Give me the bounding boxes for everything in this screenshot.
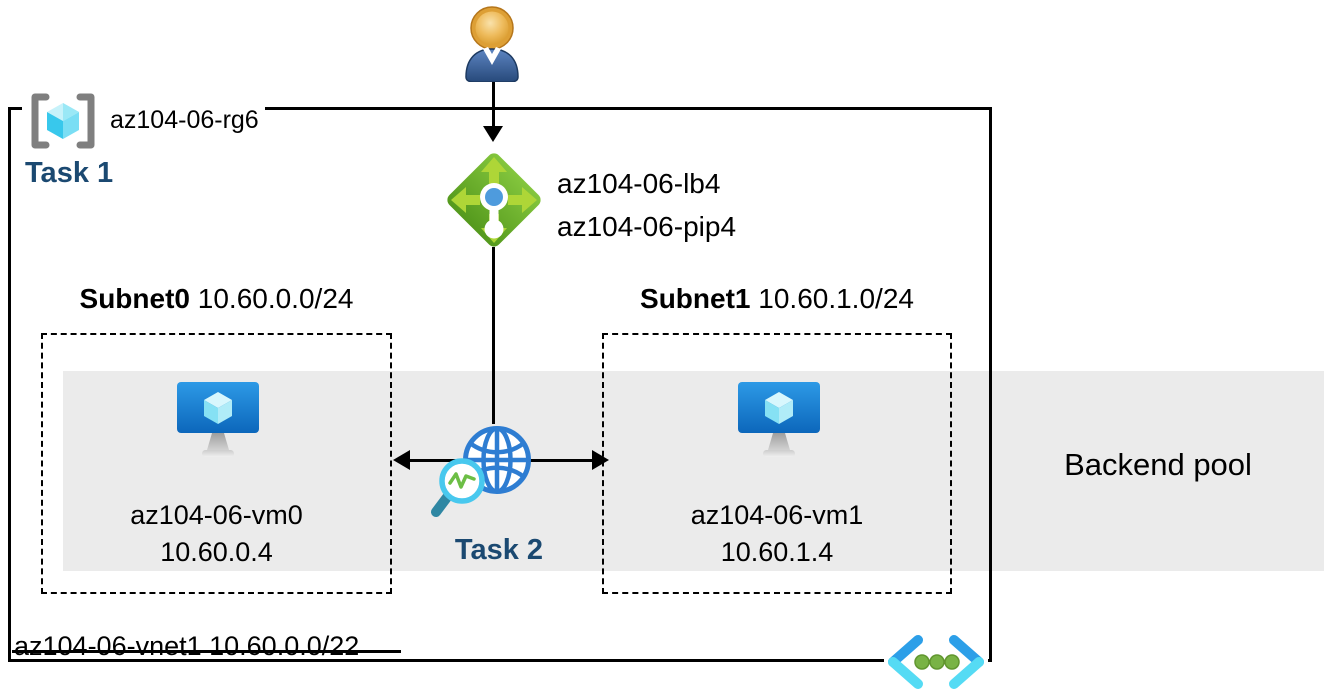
- backend-pool-band: [63, 371, 1324, 571]
- resource-group-icon: [24, 92, 102, 150]
- virtual-machine-icon: [176, 381, 260, 459]
- backend-pool-label: Backend pool: [1064, 447, 1252, 482]
- subnet0-name: Subnet0: [79, 283, 190, 314]
- subnet0-label: Subnet0 10.60.0.0/24: [41, 283, 392, 315]
- load-balancer-name: az104-06-lb4: [557, 168, 721, 199]
- subnet1-cidr: 10.60.1.0/24: [758, 283, 914, 314]
- user-to-lb-line: [492, 79, 495, 128]
- user-icon: [459, 4, 525, 83]
- public-ip-name: az104-06-pip4: [557, 211, 737, 242]
- virtual-machine-icon: [737, 381, 821, 459]
- vm1-ip: 10.60.1.4: [720, 537, 834, 567]
- globe-health-probe-icon: [430, 417, 535, 527]
- subnet1-label: Subnet1 10.60.1.0/24: [602, 283, 952, 315]
- vnet-label-strike-line: [12, 650, 401, 653]
- arrowhead-left-icon: [393, 450, 410, 470]
- task2-label: Task 2: [454, 534, 544, 566]
- resource-group-label: az104-06-rg6: [104, 104, 265, 137]
- arrowhead-right-icon: [592, 450, 609, 470]
- virtual-network-icon: [879, 630, 993, 694]
- vnet-label: az104-06-vnet1 10.60.0.0/22: [14, 631, 360, 661]
- vm0-label: az104-06-vm0 10.60.0.4: [41, 497, 392, 571]
- task1-label: Task 1: [25, 157, 114, 189]
- vm0-name: az104-06-vm0: [130, 500, 303, 530]
- subnet0-box: [41, 333, 392, 594]
- subnet1-name: Subnet1: [640, 283, 751, 314]
- lb-to-probe-line: [492, 247, 495, 424]
- resource-group-boundary: [8, 107, 992, 662]
- vm1-label: az104-06-vm1 10.60.1.4: [602, 497, 952, 571]
- load-balancer-icon: [444, 150, 544, 250]
- vm0-ip: 10.60.0.4: [160, 537, 273, 567]
- subnet0-cidr: 10.60.0.0/24: [197, 283, 354, 314]
- arrowhead-down-icon: [483, 126, 503, 142]
- load-balancer-labels: az104-06-lb4 az104-06-pip4: [557, 162, 736, 248]
- vm1-name: az104-06-vm1: [690, 500, 864, 530]
